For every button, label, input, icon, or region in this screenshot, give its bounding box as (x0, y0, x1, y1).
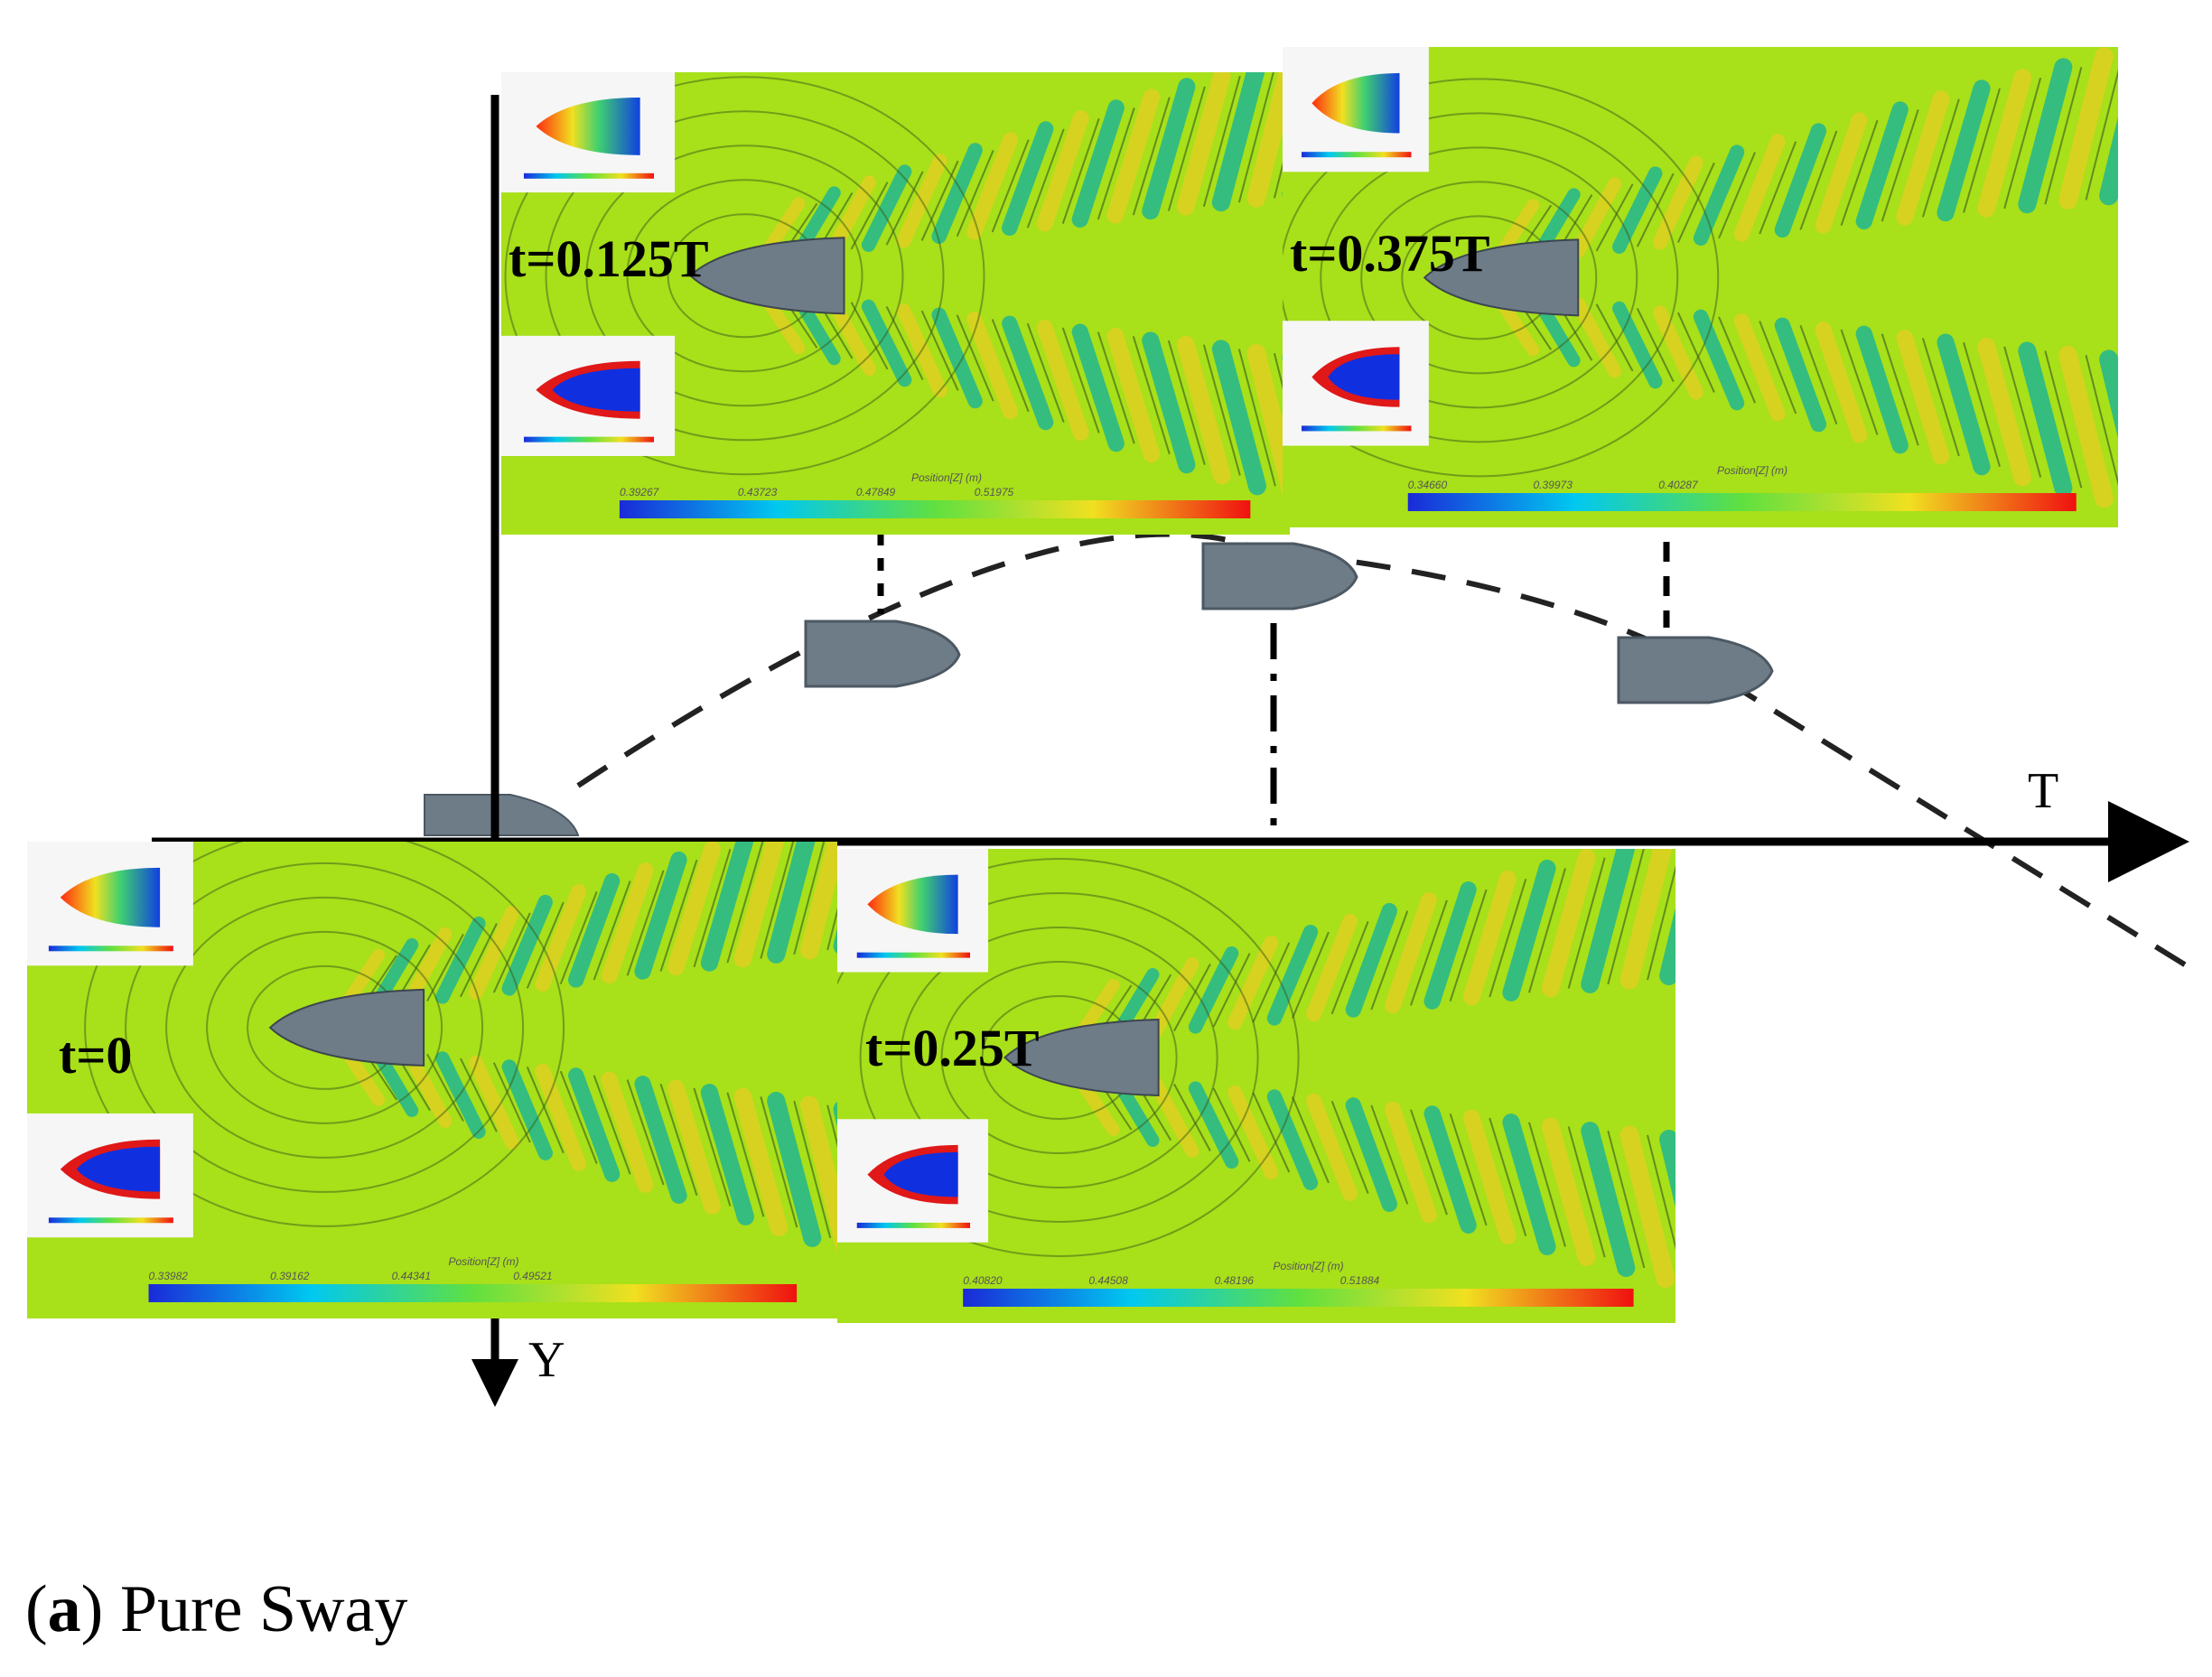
pressure-inset (1283, 47, 1429, 172)
color-scale-tick: 0.33982 (148, 1270, 188, 1282)
color-scale-tick: 0.44508 (1088, 1274, 1128, 1287)
snapshot-panel-t025: Position[Z] (m) 0.40820 0.44508 0.48196 0.51… (837, 849, 1675, 1323)
snapshot-panel-t0375: Position[Z] (m) 0.34660 0.39973 0.40287 (1283, 47, 2118, 527)
color-scale-tick: 0.39267 (619, 486, 659, 498)
contour-field (501, 72, 1290, 535)
time-label-t0: t=0 (59, 1026, 133, 1085)
color-scale-title: Position[Z] (m) (1273, 1260, 1344, 1272)
hull-icon (1003, 1018, 1160, 1097)
hull-icon (268, 988, 425, 1067)
snapshot-panel-t0125: Position[Z] (m) 0.39267 0.43723 0.47849 0.51… (501, 72, 1290, 535)
color-scale-tick: 0.51884 (1339, 1274, 1380, 1287)
ship-icon-t0375 (1617, 636, 1774, 704)
color-scale-bar (1407, 493, 2077, 511)
color-scale-tick: 0.34660 (1407, 479, 1448, 491)
ship-icon-t0 (424, 794, 580, 836)
contour-field (27, 842, 837, 1318)
sway-axis-arrowhead (471, 1359, 518, 1407)
color-scale-tick: 0.43723 (737, 486, 778, 498)
color-scale-tick: 0.40287 (1658, 479, 1698, 491)
hull-icon (689, 237, 845, 315)
color-scale-tick: 0.39162 (270, 1270, 310, 1282)
caption-letter: a (47, 1572, 81, 1646)
snapshot-panel-t0: Position[Z] (m) 0.33982 0.39162 0.44341 0.49… (27, 842, 837, 1318)
color-scale-bar (619, 500, 1251, 518)
ship-icon-t025 (1201, 542, 1358, 610)
pressure-inset (27, 842, 193, 966)
time-label-t0375: t=0.375T (1290, 224, 1490, 283)
color-scale-tick: 0.48196 (1214, 1274, 1254, 1287)
contour-field (1283, 47, 2118, 527)
color-scale-tick: 0.51975 (974, 486, 1014, 498)
color-scale-tick: 0.49521 (513, 1270, 553, 1282)
color-scale-tick: 0.40820 (963, 1274, 1003, 1287)
color-scale-title: Position[Z] (m) (1717, 464, 1788, 477)
time-label-t0125: t=0.125T (509, 229, 709, 288)
color-scale-title: Position[Z] (m) (910, 471, 982, 484)
pressure-inset (501, 72, 676, 193)
contact-inset (501, 335, 676, 456)
color-scale-tick: 0.47849 (855, 486, 896, 498)
color-scale-bar (148, 1284, 798, 1302)
color-scale-tick: 0.39973 (1533, 479, 1573, 491)
contact-inset (837, 1119, 989, 1243)
contact-inset (1283, 321, 1429, 446)
time-axis-label: T (2028, 763, 2059, 819)
ship-icon-t0125 (804, 620, 961, 688)
contour-field (837, 849, 1675, 1323)
color-scale-tick: 0.44341 (391, 1270, 432, 1282)
time-label-t025: t=0.25T (865, 1019, 1040, 1077)
hull-icon (1423, 238, 1580, 317)
contact-inset (27, 1113, 193, 1238)
figure-caption: (a) Pure Sway (25, 1572, 408, 1646)
color-scale-title: Position[Z] (m) (448, 1255, 519, 1268)
caption-text: Pure Sway (119, 1572, 408, 1646)
color-scale-bar (963, 1289, 1634, 1307)
pressure-inset (837, 849, 989, 973)
sway-axis-label: Y (528, 1332, 565, 1388)
